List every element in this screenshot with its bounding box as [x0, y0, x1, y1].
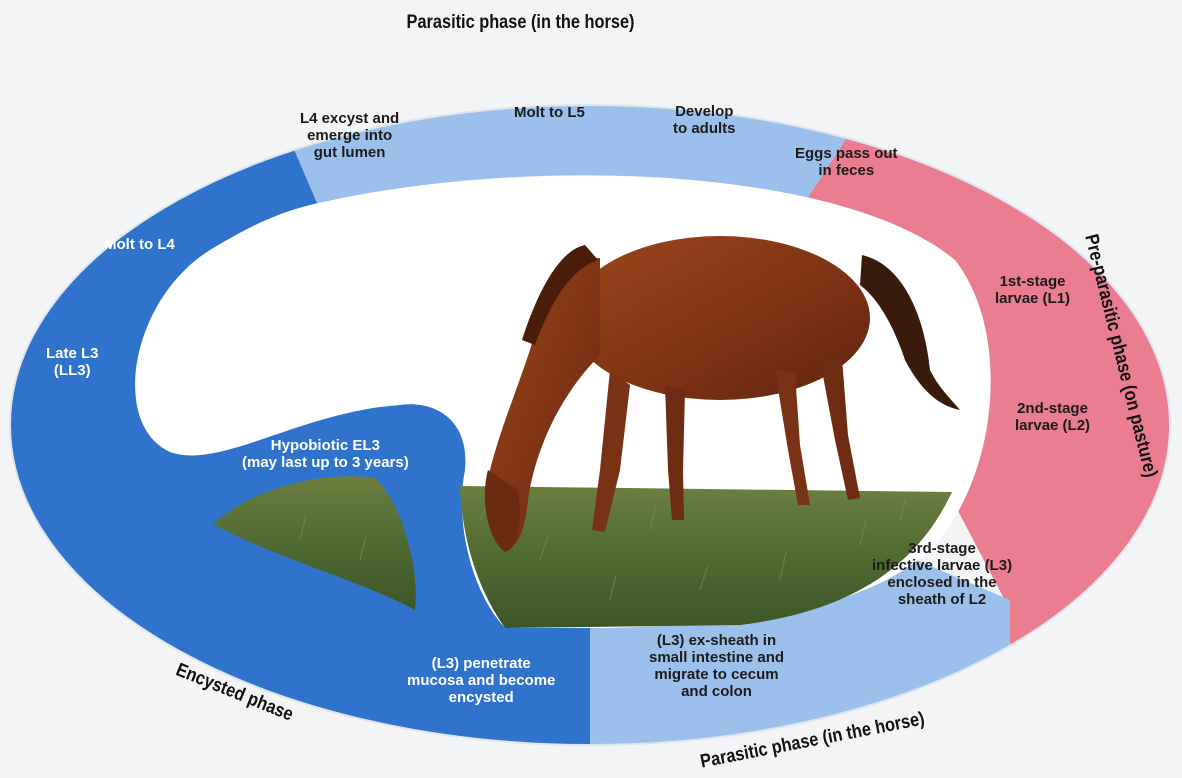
stage-exsheath: (L3) ex-sheath in small intestine and mi… — [649, 632, 784, 700]
stage-hypobiotic: Hypobiotic EL3 (may last up to 3 years) — [242, 437, 409, 471]
stage-penetrate-mucosa: (L3) penetrate mucosa and become encyste… — [407, 655, 555, 706]
stage-molt-l4: Molt to L4 — [104, 236, 175, 253]
phase-label-parasitic-top: Parasitic phase (in the horse) — [407, 12, 635, 34]
stage-second-larvae: 2nd-stage larvae (L2) — [1015, 400, 1090, 434]
stage-molt-l5: Molt to L5 — [514, 104, 585, 121]
stage-late-l3: Late L3 (LL3) — [46, 345, 99, 379]
stage-eggs-pass: Eggs pass out in feces — [795, 145, 898, 179]
stage-third-larvae: 3rd-stage infective larvae (L3) enclosed… — [872, 540, 1012, 608]
stage-l4-excyst: L4 excyst and emerge into gut lumen — [300, 110, 399, 161]
stage-develop-adults: Develop to adults — [673, 103, 736, 137]
stage-first-larvae: 1st-stage larvae (L1) — [995, 273, 1070, 307]
